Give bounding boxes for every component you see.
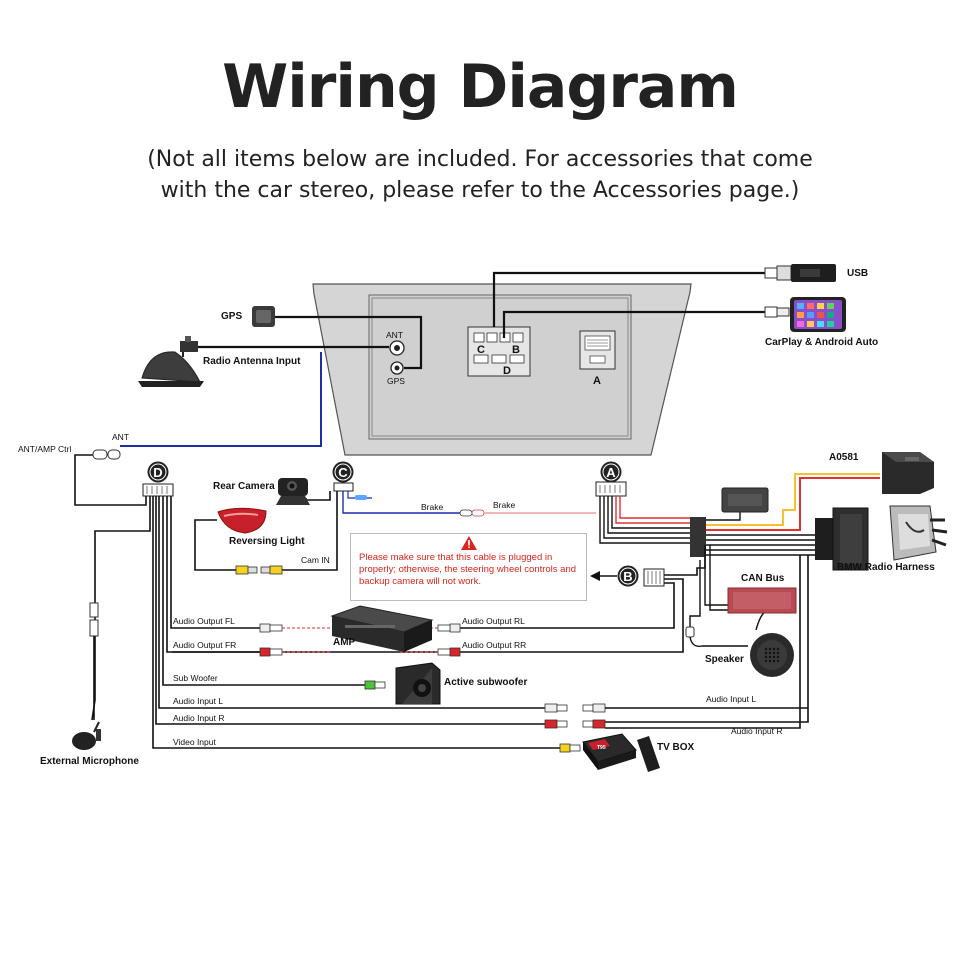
port-a-label: A <box>593 375 601 387</box>
audio-output-fr-label: Audio Output FR <box>173 640 237 650</box>
radio-antenna-label: Radio Antenna Input <box>203 356 301 367</box>
microphone-icon <box>72 721 101 750</box>
top-wires <box>198 271 765 370</box>
warning-text: Please make sure that this cable is plug… <box>359 552 577 587</box>
badge-d-label: D <box>153 465 162 480</box>
port-b-label: B <box>512 344 520 356</box>
reversing-light-icon <box>217 507 267 534</box>
port-gps-label: GPS <box>387 376 405 386</box>
rear-camera-icon <box>276 478 310 505</box>
audio-input-l-left-label: Audio Input L <box>173 696 224 706</box>
gps-module-icon <box>252 306 275 327</box>
carplay-label: CarPlay & Android Auto <box>765 337 879 348</box>
port-d-label: D <box>503 365 511 377</box>
warning-box: Please make sure that this cable is plug… <box>350 533 587 601</box>
bmw-harness-icon <box>815 505 948 571</box>
badge-a <box>600 461 622 483</box>
connector-a-plug <box>595 481 627 497</box>
badge-a-label: A <box>606 465 616 480</box>
a-harness-wires <box>599 473 880 729</box>
connector-d-plug <box>142 483 174 497</box>
tv-box-icon <box>582 733 660 772</box>
cam-in-rca <box>235 565 283 575</box>
antenna-wire <box>120 352 322 447</box>
audio-output-rr-label: Audio Output RR <box>462 640 527 650</box>
badge-c-label: C <box>338 465 348 480</box>
audio-output-fl-label: Audio Output FL <box>173 616 235 626</box>
badge-d <box>147 461 169 483</box>
can-bus-label: CAN Bus <box>741 573 785 584</box>
antenna-fin-icon <box>138 336 204 387</box>
amp-icon <box>330 605 434 652</box>
subwoofer-icon <box>395 662 441 705</box>
page-subtitle: (Not all items below are included. For a… <box>0 144 960 206</box>
brake-left-label: Brake <box>421 502 444 512</box>
audio-output-rl-label: Audio Output RL <box>462 616 525 626</box>
speaker-label: Speaker <box>705 654 744 665</box>
active-subwoofer-label: Active subwoofer <box>444 677 528 688</box>
video-input-label: Video Input <box>173 737 216 747</box>
connector-c-plug <box>333 482 354 492</box>
tv-box-brand: T95 <box>597 745 606 751</box>
audio-input-l-right-label: Audio Input L <box>706 694 757 704</box>
brake-wire <box>342 491 596 517</box>
microphone-cable <box>89 602 99 720</box>
cam-in-label: Cam IN <box>301 555 330 565</box>
harness-junction <box>690 487 769 557</box>
badge-c <box>332 461 354 483</box>
page-title: Wiring Diagram <box>222 52 739 122</box>
ant-label: ANT <box>112 432 129 442</box>
rear-camera-label: Rear Camera <box>213 481 275 492</box>
brake-right-label: Brake <box>493 500 516 510</box>
badge-b-label: B <box>623 569 632 584</box>
usb-label: USB <box>847 268 869 279</box>
badge-b <box>617 565 639 587</box>
d-harness-wires <box>74 454 560 749</box>
usb-stick <box>764 264 836 282</box>
subwoofer-rca <box>364 680 386 690</box>
audio-input-r-right-label: Audio Input R <box>731 726 783 736</box>
warning-icon <box>461 536 477 550</box>
audio-input-r-left-label: Audio Input R <box>173 713 225 723</box>
ant-amp-ctrl-label: ANT/AMP Ctrl <box>18 444 72 454</box>
ant-connector <box>92 449 121 460</box>
speaker-icon <box>685 626 794 677</box>
reversing-light-label: Reversing Light <box>229 536 305 547</box>
subtitle-line-1: (Not all items below are included. For a… <box>147 147 813 172</box>
sub-woofer-label: Sub Woofer <box>173 673 218 683</box>
amp-rca-left <box>259 623 332 657</box>
video-input-rca <box>559 743 581 753</box>
arrow-to-b <box>590 571 617 581</box>
bmw-harness-label: BMW Radio Harness <box>837 562 935 573</box>
audio-input-rca <box>544 703 808 729</box>
a0581-label: A0581 <box>829 452 859 463</box>
head-unit <box>312 283 692 456</box>
port-c-label: C <box>477 344 485 356</box>
phone-icon <box>790 297 846 332</box>
external-microphone-label: External Microphone <box>40 756 139 767</box>
subtitle-line-2: with the car stereo, please refer to the… <box>160 178 800 203</box>
a0581-module-icon <box>882 452 934 494</box>
gps-label: GPS <box>221 311 243 322</box>
carplay-cable <box>764 306 790 318</box>
can-bus-box <box>727 587 797 614</box>
port-ant-label: ANT <box>386 330 403 340</box>
amp-label: AMP <box>333 637 356 648</box>
tv-box-label: TV BOX <box>657 742 695 753</box>
